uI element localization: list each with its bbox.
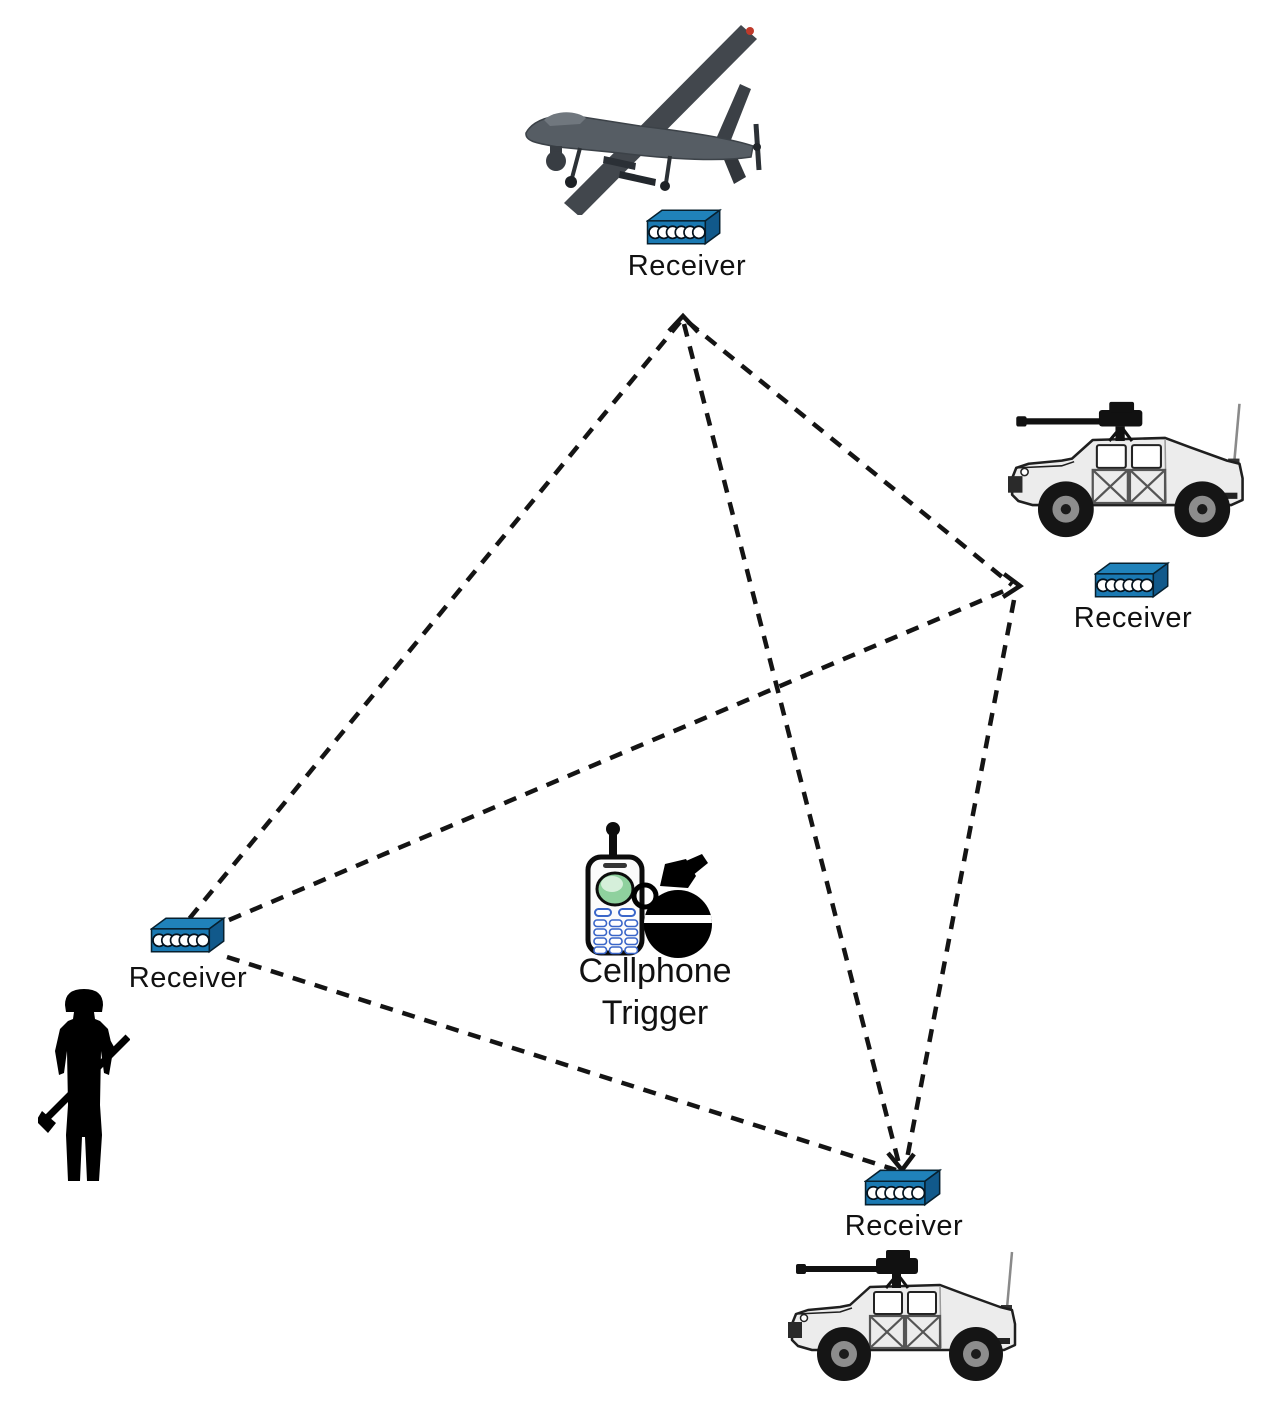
receiver-label-right: Receiver bbox=[1073, 602, 1193, 634]
receiver-label-top: Receiver bbox=[627, 250, 747, 282]
humvee-right-illustration bbox=[1008, 400, 1256, 543]
arrowhead-right bbox=[1001, 572, 1024, 599]
target-label-line1: Cellphone bbox=[578, 952, 732, 990]
target-label-line2: Trigger bbox=[601, 994, 709, 1032]
link-left-right bbox=[228, 585, 1012, 923]
receiver-label-bottom: Receiver bbox=[844, 1210, 964, 1242]
receiver-icon-right bbox=[1094, 561, 1170, 599]
humvee-bottom-illustration bbox=[788, 1250, 1028, 1385]
uav-drone-illustration bbox=[520, 20, 765, 215]
receiver-icon-bottom bbox=[864, 1168, 942, 1207]
receiver-icon-left bbox=[150, 916, 226, 954]
link-left-bottom bbox=[226, 954, 897, 1173]
target-label: Cellphone Trigger bbox=[530, 950, 780, 1034]
link-right-bottom bbox=[903, 599, 1017, 1165]
link-top-left bbox=[187, 320, 682, 921]
grenade-icon bbox=[630, 852, 718, 960]
soldier-silhouette bbox=[38, 985, 130, 1185]
link-top-right bbox=[686, 320, 1014, 587]
receiver-label-left: Receiver bbox=[128, 962, 248, 994]
receiver-icon-top bbox=[646, 208, 722, 246]
link-top-bottom bbox=[681, 323, 902, 1165]
arrowhead-top bbox=[667, 312, 700, 334]
